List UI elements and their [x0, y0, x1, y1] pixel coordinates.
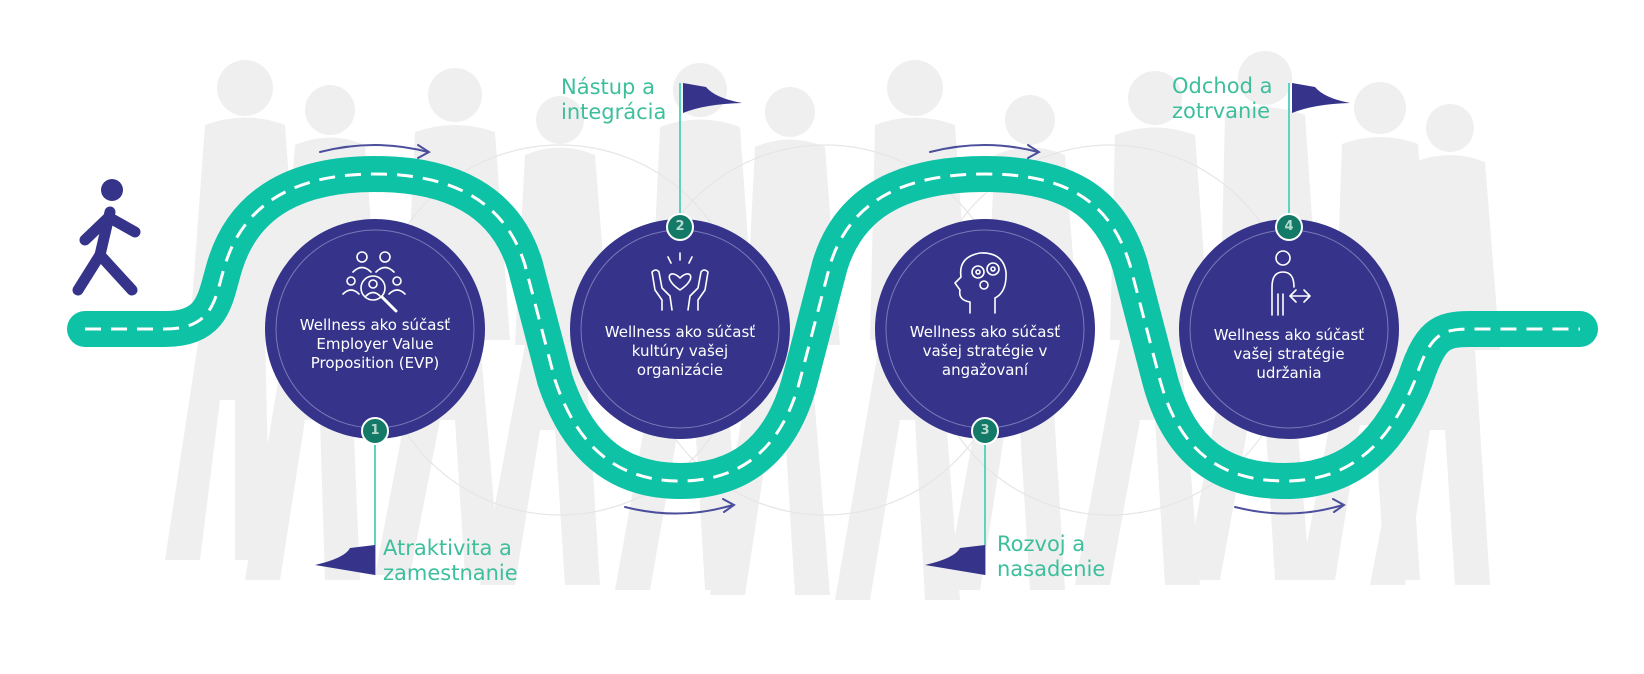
flag-icon: [1292, 83, 1350, 113]
person-exit-icon: [1271, 250, 1311, 316]
flag-label-3-line1: Rozvoj a: [997, 532, 1086, 556]
flag-label-4: Odchod a zotrvanie: [1172, 74, 1272, 124]
arrow-right-icon: [319, 144, 431, 159]
road-center-dashes: [85, 172, 1580, 483]
flag-label-1-line2: zamestnanie: [383, 561, 518, 585]
people-search-icon: [342, 251, 406, 313]
step-badges: [361, 213, 1303, 445]
step-number-3: 3: [980, 423, 990, 438]
flag-label-3: Rozvoj a nasadenie: [997, 532, 1105, 582]
flag-icon: [683, 83, 742, 113]
head-gears-icon: [954, 252, 1007, 314]
flag-label-4-line2: zotrvanie: [1172, 99, 1271, 123]
flag-icon: [925, 545, 985, 575]
arrow-right-icon: [624, 498, 736, 515]
flag-label-3-line2: nasadenie: [997, 557, 1106, 581]
flag-label-2-line1: Nástup a: [561, 75, 655, 99]
flag-label-1: Atraktivita a zamestnanie: [383, 536, 518, 586]
flag-icon: [315, 545, 375, 575]
step-1-text: Wellness ako súčasť Employer Value Propo…: [299, 316, 451, 372]
step-2-text: Wellness ako súčasť kultúry vašej organi…: [604, 323, 756, 379]
arrow-right-icon: [1234, 498, 1346, 515]
step-number-4: 4: [1284, 219, 1294, 234]
step-4-text: Wellness ako súčasť vašej stratégie udrž…: [1213, 326, 1365, 382]
arrow-right-icon: [929, 144, 1041, 159]
flag-label-2: Nástup a integrácia: [561, 75, 666, 125]
hands-heart-icon: [651, 252, 709, 311]
step-3-text: Wellness ako súčasť vašej stratégie v an…: [909, 323, 1061, 379]
flag-label-2-line2: integrácia: [561, 100, 667, 124]
direction-arrows: [319, 144, 1346, 515]
flag-label-4-line1: Odchod a: [1172, 74, 1273, 98]
flag-label-1-line1: Atraktivita a: [383, 536, 512, 560]
step-number-2: 2: [675, 219, 685, 234]
silhouette-person-1-icon: [165, 60, 300, 560]
walking-person-icon: [72, 179, 141, 296]
step-number-1: 1: [370, 423, 380, 438]
